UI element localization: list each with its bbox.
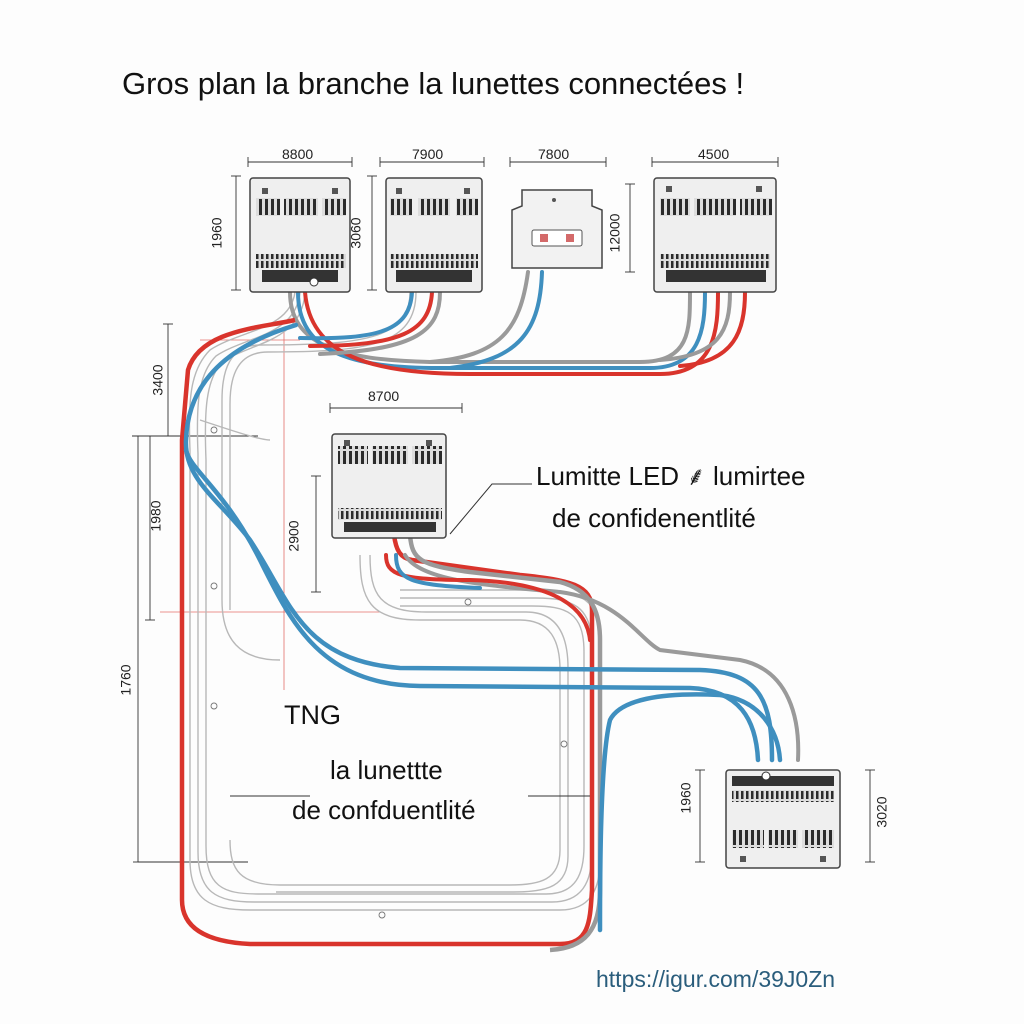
gray-main-wire: [407, 534, 603, 953]
dim-module1-width: 8800: [282, 146, 314, 162]
dim-connector-width: 7800: [538, 146, 570, 162]
module-2: [385, 177, 483, 293]
cable-labels: [210, 426, 568, 919]
callout-tng: TNG: [284, 700, 341, 730]
module-4: [653, 177, 777, 293]
red-main-wire: [179, 317, 595, 947]
dim-left-upper: 3400: [149, 364, 166, 396]
dim-bottom-right-height: 3020: [873, 796, 890, 828]
connector-box: [511, 189, 603, 269]
leader-lines: [230, 483, 590, 797]
top-bus-cables: [288, 270, 747, 376]
wires-to-bottom-module: [384, 553, 801, 762]
callout-led-line1: Lumitte LED ⸙ lumirtee: [536, 461, 806, 491]
dim-module2-width: 7900: [412, 146, 444, 162]
diagram-title: Gros plan la branche la lunettes connect…: [122, 66, 745, 101]
dim-center-width: 8700: [368, 388, 400, 404]
dim-left-lower: 1760: [117, 664, 134, 696]
callout-led-line2: de confidenentlité: [552, 503, 756, 533]
bottom-right-module: [725, 769, 841, 869]
callout-lunette-line2: de confduentlité: [292, 795, 476, 825]
dim-module4-width: 4500: [698, 146, 730, 162]
module-1: [249, 177, 351, 293]
source-url: https://igur.com/39J0Zn: [596, 966, 836, 992]
dim-left-middle: 1980: [147, 500, 164, 532]
dimension-lines: [132, 157, 875, 863]
dim-module1-height: 1960: [208, 217, 225, 249]
dim-connector-height: 12000: [606, 213, 623, 253]
dim-module2-height: 3060: [347, 217, 364, 249]
blue-main-wires: [183, 322, 783, 933]
center-module: [331, 433, 447, 539]
dim-center-height: 2900: [285, 520, 302, 552]
callout-lunette-line1: la lunettte: [330, 755, 443, 785]
dim-bottom-left-height: 1960: [677, 782, 694, 814]
